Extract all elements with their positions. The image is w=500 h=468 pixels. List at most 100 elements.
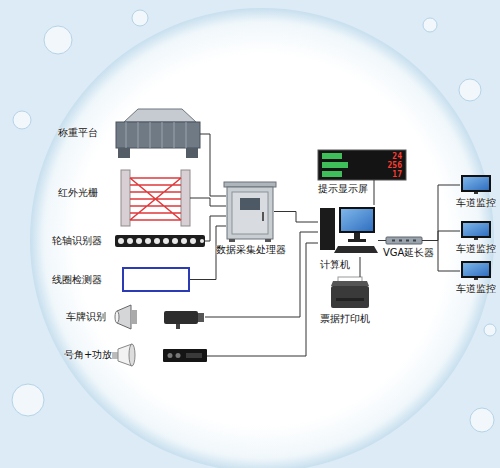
cabinet-top: [224, 182, 276, 187]
lane-monitor: 车道监控: [460, 221, 492, 241]
cabinet-foot: [265, 239, 271, 242]
monitor-stand: [474, 192, 478, 194]
display-caption-bar: [322, 153, 342, 159]
axle-sensor-bar: [115, 235, 205, 247]
extender-ports: [392, 240, 416, 242]
grating-post: [121, 170, 130, 226]
node-label: 车牌识别: [66, 311, 106, 323]
printer-body: [331, 286, 369, 308]
axle-sensor-illustration: [115, 235, 205, 247]
sensor-dot: [190, 238, 196, 244]
node-label: 线圈检测器: [52, 274, 102, 286]
sensor-dot: [118, 238, 124, 244]
infrared-grating: 红外光栅: [120, 170, 190, 226]
platform-foot: [118, 148, 130, 158]
lane-monitor-illustration: [461, 175, 491, 280]
sensor-dot: [181, 238, 187, 244]
bubble: [484, 324, 496, 336]
computer-tower: [320, 208, 335, 250]
bubble: [12, 384, 44, 416]
loop-detector-outline: [123, 268, 189, 291]
sensor-dot: [154, 238, 160, 244]
weighing-platform: 称重平台: [115, 108, 200, 160]
connector-line: [374, 180, 375, 205]
connector-line: [200, 134, 226, 196]
bubble: [13, 111, 31, 129]
display-number: 24: [392, 152, 402, 161]
monitor-frame: [461, 175, 491, 192]
infrared-grating-illustration: [121, 170, 190, 226]
sensor-dot: [200, 239, 204, 243]
camera-lens: [198, 313, 204, 322]
node-label: 轮轴识别器: [52, 235, 102, 247]
cabinet-body: [227, 187, 273, 239]
monitor-stand: [474, 278, 478, 280]
vga-extender-illustration: [386, 237, 422, 244]
monitor-stand: [354, 233, 360, 239]
computer: 计算机: [318, 205, 378, 257]
connector-line: [422, 231, 460, 241]
plate-recognition: 车牌识别: [115, 303, 205, 331]
data-cabinet-illustration: [224, 182, 276, 242]
connector-line: [378, 240, 386, 241]
amplifier-panel: [186, 353, 202, 358]
bubble: [470, 408, 494, 432]
main-circle: [30, 8, 494, 468]
display-number: 17: [392, 170, 402, 179]
node-label: 计算机: [320, 259, 350, 271]
bubble: [423, 18, 437, 32]
camera-body: [164, 311, 198, 324]
amplifier-knob: [176, 353, 181, 358]
horn-mouth: [129, 344, 135, 366]
fill-light-back: [131, 310, 137, 324]
axle-sensor-dots: [118, 238, 204, 244]
extender-box: [386, 237, 422, 244]
grating-post: [181, 170, 190, 226]
horn-amplifier: 号角+功放: [117, 344, 207, 368]
computer-illustration: [320, 207, 378, 253]
sensor-dot: [172, 238, 178, 244]
connector-line: [205, 232, 318, 317]
display-caption-bar: [322, 162, 348, 168]
monitor-frame: [461, 221, 491, 238]
horn-driver: [112, 352, 118, 359]
monitor-stand: [474, 238, 478, 240]
axle-sensor: 轮轴识别器: [115, 235, 205, 247]
ticket-printer: 票据打印机: [328, 277, 370, 310]
node-label: 红外光栅: [58, 187, 98, 199]
platform-top: [124, 109, 196, 122]
infrared-beams: [130, 178, 181, 220]
display-number: 256: [388, 161, 402, 170]
node-label: VGA延长器: [383, 247, 434, 259]
monitor-screen: [463, 177, 489, 190]
printer-top: [331, 281, 369, 286]
horn-amplifier-illustration: [112, 344, 207, 366]
display-panel: [318, 150, 406, 180]
weighing-platform-illustration: [116, 109, 200, 158]
data-processor: 数据采集处理器: [226, 183, 274, 240]
sensor-dot: [163, 238, 169, 244]
monitor-frame: [339, 207, 375, 233]
node-label: 数据采集处理器: [216, 244, 286, 256]
bubble: [132, 10, 148, 26]
monitor-screen: [463, 223, 489, 236]
node-label: 称重平台: [58, 127, 98, 139]
node-label: 号角+功放: [64, 349, 112, 361]
node-label: 票据打印机: [320, 313, 370, 325]
loop-detector: 线圈检测器: [122, 267, 190, 292]
bubble: [459, 79, 481, 101]
printer-slot: [336, 298, 364, 301]
monitor-screen: [463, 263, 489, 276]
sensor-dot: [136, 238, 142, 244]
printer-illustration: [331, 277, 369, 308]
led-display-illustration: [318, 150, 406, 180]
display-caption-bar: [322, 171, 342, 177]
platform-foot: [186, 148, 198, 158]
monitor-screen: [341, 209, 373, 231]
cabinet-handle: [262, 212, 264, 221]
cabinet-window: [240, 198, 260, 210]
lane-monitor: 车道监控: [460, 261, 492, 281]
platform-body: [116, 122, 200, 148]
